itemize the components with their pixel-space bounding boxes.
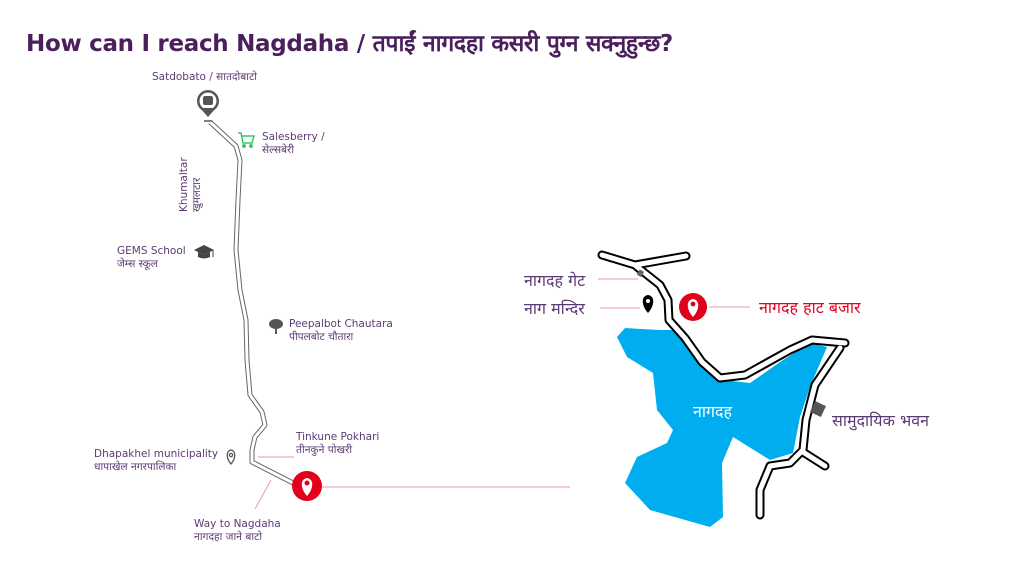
label-salesberry-en: Salesberry /: [262, 131, 325, 143]
detail-roads: [597, 250, 850, 520]
shopping-cart-icon: [238, 132, 255, 148]
label-way-to-nagdaha: Way to Nagdaha नागदहा जाने बाटो: [194, 518, 281, 544]
haat-bazar-pin-icon: [679, 293, 707, 321]
label-lake: नागदह: [693, 402, 733, 421]
label-khumaltar-ne: खुमलटार: [191, 177, 203, 212]
community-hall-icon: [810, 401, 826, 417]
leader-lines: [254, 278, 750, 510]
label-nagdaha-gate: नागदह गेट: [524, 271, 586, 290]
label-peepalbot-en: Peepalbot Chautara: [289, 318, 393, 330]
destination-pin-icon: [292, 471, 322, 501]
label-haat-bazar: नागदह हाट बजार: [759, 298, 861, 317]
lake-shape: [617, 328, 827, 527]
label-way-en: Way to Nagdaha: [194, 518, 281, 530]
gate-icon: [636, 269, 645, 278]
label-khumaltar-en: Khumaltar: [178, 157, 190, 212]
tree-icon: [269, 319, 283, 334]
label-khumaltar: Khumaltar खुमलटार: [178, 157, 204, 212]
label-dhapakhel-ne: धापाखेल नगरपालिका: [94, 461, 177, 473]
label-naag-mandir: नाग मन्दिर: [524, 299, 585, 318]
graduation-cap-icon: [194, 245, 214, 259]
label-dhapakhel-en: Dhapakhel municipality: [94, 448, 219, 460]
label-gems-school: GEMS School जेम्स स्कूल: [117, 245, 186, 271]
label-way-ne: नागदहा जाने बाटो: [194, 531, 263, 543]
label-dhapakhel: Dhapakhel municipality धापाखेल नगरपालिका: [94, 448, 218, 474]
route-road: [208, 120, 297, 487]
page-title: How can I reach Nagdaha / तपाईं नागदहा क…: [26, 31, 673, 57]
temple-pin-icon: [642, 295, 654, 313]
label-gems-ne: जेम्स स्कूल: [117, 258, 158, 270]
label-gems-en: GEMS School: [117, 245, 186, 257]
label-salesberry: Salesberry / सेल्सबेरी: [262, 131, 325, 157]
label-peepalbot: Peepalbot Chautara पीपलबोट चौतारा: [289, 318, 393, 344]
label-peepalbot-ne: पीपलबोट चौतारा: [289, 331, 354, 343]
location-pin-icon: [226, 449, 236, 466]
bus-stop-pin-icon: [197, 90, 219, 122]
label-tinkune-ne: तीनकुने पोखरी: [296, 444, 353, 456]
label-tinkune-en: Tinkune Pokhari: [296, 431, 380, 443]
label-tinkune: Tinkune Pokhari तीनकुने पोखरी: [296, 431, 379, 457]
label-satdobato: Satdobato / सातदोबाटो: [152, 71, 257, 83]
label-community-hall: सामुदायिक भवन: [832, 411, 929, 430]
label-salesberry-ne: सेल्सबेरी: [262, 144, 295, 156]
